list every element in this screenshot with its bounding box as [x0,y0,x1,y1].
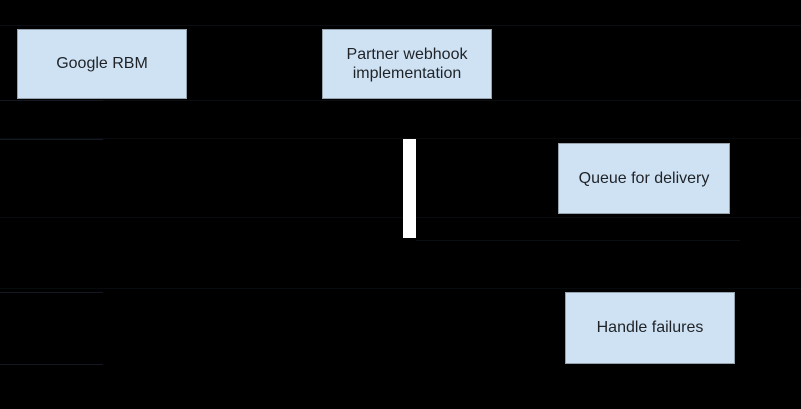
faint-line [0,100,801,101]
node-handle-failures: Handle failures [565,292,735,364]
node-queue-for-delivery: Queue for delivery [558,143,730,214]
node-label: Queue for delivery [578,169,710,187]
node-google-rbm: Google RBM [17,29,187,99]
faint-line [0,364,103,365]
node-partner-webhook-implementation: Partner webhook implementation [322,29,492,99]
node-label: Partner webhook implementation [346,45,468,82]
faint-line [0,25,801,26]
faint-line [0,100,103,101]
faint-line [416,240,740,241]
activation-bar [403,139,416,238]
node-label: Google RBM [56,55,148,73]
node-label: Handle failures [596,319,704,337]
faint-line [0,292,103,293]
faint-line [0,139,103,140]
faint-line [0,217,801,218]
faint-line [0,288,801,289]
faint-line [0,138,801,139]
